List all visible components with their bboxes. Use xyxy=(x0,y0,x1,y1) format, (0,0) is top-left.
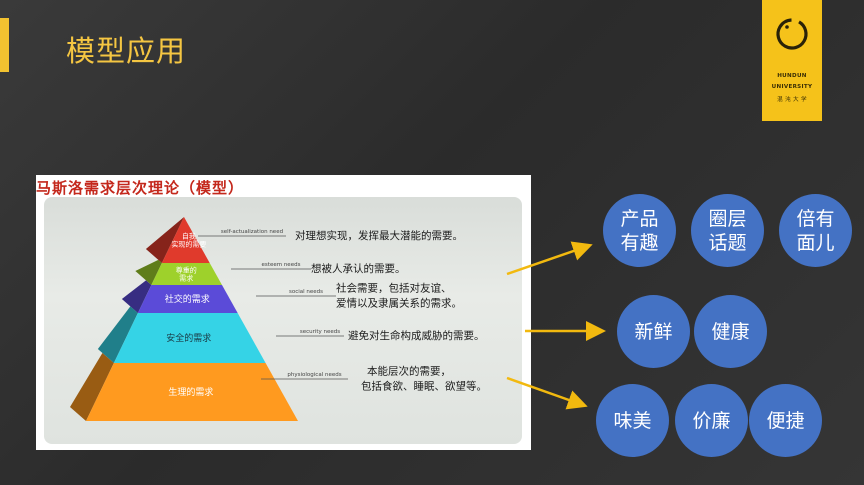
pyramid-desc-3: 避免对生命构成威胁的需要。 xyxy=(348,329,485,342)
bubble-tasty: 味美 xyxy=(596,384,669,457)
hundun-logo: HUNDUN UNIVERSITY 混 沌 大 学 xyxy=(762,0,822,121)
pyramid-english-0: self-actualization need xyxy=(221,229,283,235)
pyramid-desc-4: 本能层次的需要， xyxy=(367,365,451,378)
pyramid-layer-4 xyxy=(86,363,298,421)
pyramid-english-4: physiological needs xyxy=(287,372,341,378)
bubble-fresh: 新鲜 xyxy=(617,295,690,368)
pyramid-layer-3 xyxy=(113,313,266,363)
pyramid-label-2: 社交的需求 xyxy=(165,293,210,305)
maslow-card: 马斯洛需求层次理论（模型） 自我实现的需要尊重的需求社交的需求安全的需求生理的需… xyxy=(36,175,531,450)
pyramid-side-1 xyxy=(135,259,162,285)
maslow-title: 马斯洛需求层次理论（模型） xyxy=(36,179,245,197)
pyramid-side-0 xyxy=(145,217,184,263)
pyramid-english-2: social needs xyxy=(289,289,323,295)
bubble-healthy: 健康 xyxy=(694,295,767,368)
pyramid-label-3: 安全的需求 xyxy=(166,332,211,344)
pyramid-desc-4: 包括食欲、睡眠、欲望等。 xyxy=(361,380,487,393)
pyramid-layer-2 xyxy=(137,285,238,313)
pyramid-side-3 xyxy=(97,306,138,363)
pyramid-side-2 xyxy=(121,280,152,313)
logo-line-1: HUNDUN xyxy=(777,73,807,79)
pyramid-label-1: 尊重的 xyxy=(176,265,197,274)
pyramid-label-4: 生理的需求 xyxy=(168,386,213,398)
logo-ring-icon xyxy=(776,18,808,50)
pyramid-english-3: security needs xyxy=(300,329,340,335)
accent-bar xyxy=(0,18,9,72)
pyramid-desc-0: 对理想实现，发挥最大潜能的需要。 xyxy=(295,229,463,242)
pyramid-desc-2: 爱情以及隶属关系的需求。 xyxy=(336,297,462,310)
pyramid-side-4 xyxy=(70,352,114,421)
pyramid-desc-2: 社会需要，包括对友谊、 xyxy=(336,282,452,295)
pyramid-layer-0 xyxy=(161,217,210,263)
bubble-cheap: 价廉 xyxy=(675,384,748,457)
slide-title: 模型应用 xyxy=(66,34,187,68)
bubble-face: 倍有 面儿 xyxy=(779,194,852,267)
bubble-convenient: 便捷 xyxy=(749,384,822,457)
logo-line-2: UNIVERSITY xyxy=(771,84,813,90)
logo-line-3: 混 沌 大 学 xyxy=(777,97,807,103)
pyramid-english-1: esteem needs xyxy=(262,262,301,268)
pyramid-label-0: 实现的需要 xyxy=(171,239,206,248)
pyramid-layer-1 xyxy=(151,263,222,285)
pyramid-label-0: 自我 xyxy=(182,231,196,240)
bubble-product-fun: 产品 有趣 xyxy=(603,194,676,267)
bubble-circle-topic: 圈层 话题 xyxy=(691,194,764,267)
pyramid-desc-1: 想被人承认的需要。 xyxy=(311,262,406,275)
pyramid-label-1: 需求 xyxy=(179,273,193,282)
